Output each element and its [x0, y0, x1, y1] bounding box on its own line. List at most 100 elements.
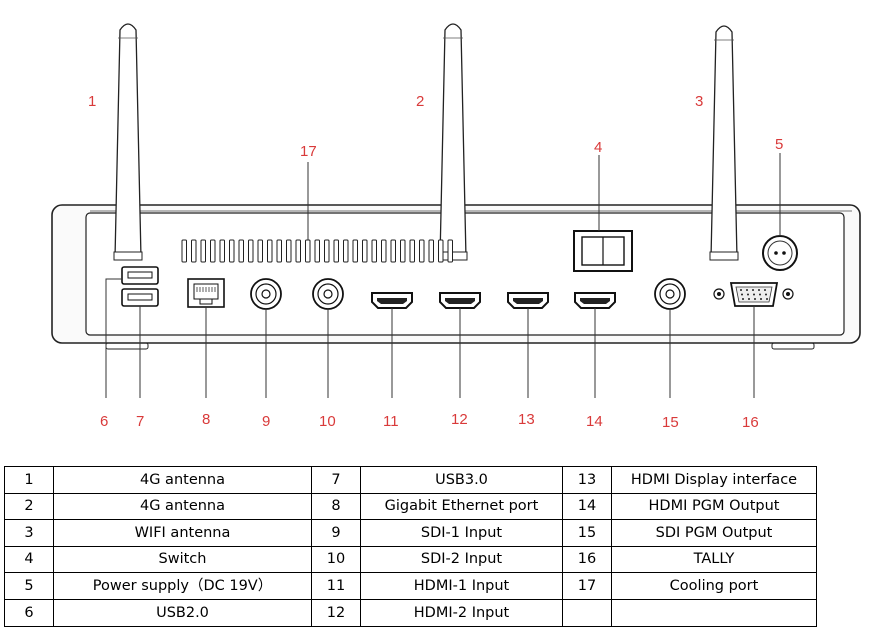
- callout-labels: 1 2 3 4 5 6 7 8 9 10 11 12 13 14 15 16 1…: [88, 93, 783, 431]
- leader-lines: [105, 153, 781, 398]
- item-number: 16: [562, 545, 612, 574]
- vent-slot: [229, 239, 235, 263]
- hdmi-pgm-output-port-icon: [574, 292, 616, 309]
- vent-slot: [286, 239, 292, 263]
- vent-slot: [390, 239, 396, 263]
- vent-slot: [219, 239, 225, 263]
- item-number: 3: [4, 519, 54, 547]
- item-number: 5: [4, 572, 54, 600]
- vent-slot: [314, 239, 320, 263]
- hdmi-2-input-port-icon: [439, 292, 481, 309]
- item-number: 1: [4, 466, 54, 494]
- item-number: [562, 598, 612, 627]
- callout-10: 10: [319, 413, 336, 430]
- sdi-2-input-port-icon: [312, 278, 344, 310]
- vent-slot: [257, 239, 263, 263]
- callout-5: 5: [775, 136, 783, 153]
- item-number: 12: [311, 598, 361, 627]
- tally-port-icon: [713, 282, 794, 307]
- vent-slot: [400, 239, 406, 263]
- antenna-3-icon: [709, 25, 739, 261]
- vent-slot: [371, 239, 377, 263]
- vent-slot: [295, 239, 301, 263]
- item-description: SDI-1 Input: [360, 519, 563, 547]
- item-description: 4G antenna: [53, 466, 312, 494]
- switch-icon: [573, 230, 633, 272]
- item-description: TALLY: [611, 545, 817, 574]
- hdmi-1-input-port-icon: [371, 292, 413, 309]
- item-description: SDI-2 Input: [360, 545, 563, 574]
- vent-slot: [381, 239, 387, 263]
- vent-slot: [343, 239, 349, 263]
- item-number: 9: [311, 519, 361, 547]
- item-description: 4G antenna: [53, 492, 312, 521]
- item-description: WIFI antenna: [53, 519, 312, 547]
- item-description: USB3.0: [360, 466, 563, 494]
- item-description: Power supply（DC 19V）: [53, 572, 312, 600]
- hdmi-display-port-icon: [507, 292, 549, 309]
- vent-slot: [409, 239, 415, 263]
- callout-9: 9: [262, 413, 270, 430]
- vent-slot: [276, 239, 282, 263]
- vent-slot: [333, 239, 339, 263]
- callout-4: 4: [594, 139, 602, 156]
- callout-2: 2: [416, 93, 424, 110]
- item-description: USB2.0: [53, 598, 312, 627]
- callout-15: 15: [662, 414, 679, 431]
- item-number: 13: [562, 466, 612, 494]
- vent-slot: [238, 239, 244, 263]
- callout-17: 17: [300, 143, 317, 160]
- power-supply-icon: [762, 235, 798, 271]
- item-number: 17: [562, 572, 612, 600]
- item-number: 15: [562, 519, 612, 547]
- item-description: HDMI-2 Input: [360, 598, 563, 627]
- vent-slot: [447, 239, 453, 263]
- callout-12: 12: [451, 411, 468, 428]
- item-number: 6: [4, 598, 54, 627]
- callout-14: 14: [586, 413, 603, 430]
- callout-6: 6: [100, 413, 108, 430]
- callout-16: 16: [742, 414, 759, 431]
- item-description: HDMI PGM Output: [611, 492, 817, 521]
- item-description: HDMI-1 Input: [360, 572, 563, 600]
- vent-slot: [200, 239, 206, 263]
- vent-slot: [324, 239, 330, 263]
- vent-slot: [305, 239, 311, 263]
- vent-slot: [267, 239, 273, 263]
- item-description: Gigabit Ethernet port: [360, 492, 563, 521]
- callout-7: 7: [136, 413, 144, 430]
- ethernet-port-icon: [187, 278, 225, 308]
- usb2-port-icon: [121, 266, 159, 285]
- item-number: 11: [311, 572, 361, 600]
- antenna-2-icon: [438, 23, 468, 261]
- item-description: Cooling port: [611, 572, 817, 600]
- item-description: SDI PGM Output: [611, 519, 817, 547]
- antenna-1-icon: [113, 23, 143, 261]
- vent-slot: [248, 239, 254, 263]
- item-number: 14: [562, 492, 612, 521]
- vent-slot: [181, 239, 187, 263]
- item-description: HDMI Display interface: [611, 466, 817, 494]
- item-number: 4: [4, 545, 54, 574]
- item-description: Switch: [53, 545, 312, 574]
- item-description: [611, 598, 817, 627]
- callout-13: 13: [518, 411, 535, 428]
- sdi-pgm-output-port-icon: [654, 278, 686, 310]
- vent-slot: [352, 239, 358, 263]
- vent-slot: [419, 239, 425, 263]
- vent-slot: [428, 239, 434, 263]
- item-number: 8: [311, 492, 361, 521]
- callout-11: 11: [383, 413, 399, 430]
- vent-slot: [362, 239, 368, 263]
- vent-slot: [438, 239, 444, 263]
- device-rear-panel-diagram: 1 2 3 4 5 6 7 8 9 10 11 12 13 14 15 16 1…: [51, 23, 861, 431]
- callout-8: 8: [202, 411, 210, 428]
